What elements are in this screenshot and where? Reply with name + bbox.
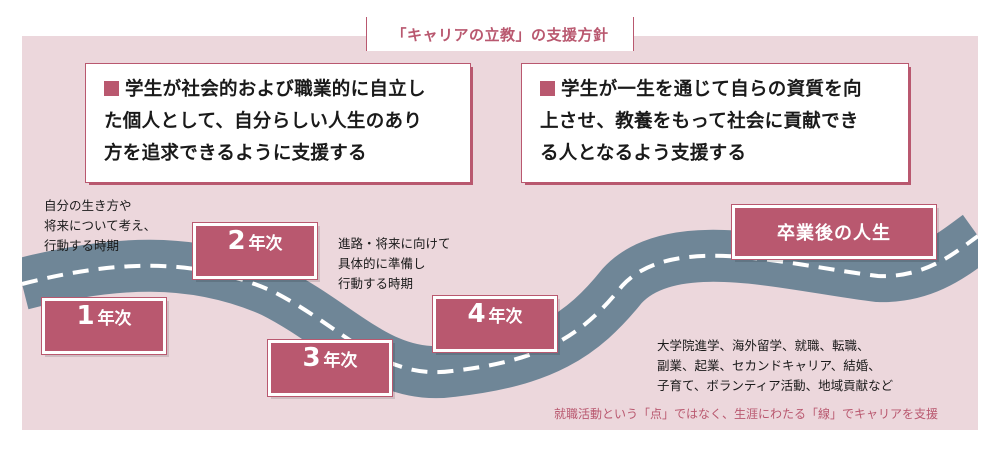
stage-unit: 年次 [323, 351, 358, 371]
stage-number: 4 [467, 299, 486, 329]
footer-caption: 就職活動という「点」ではなく、生涯にわたる「線」でキャリアを支援 [554, 407, 939, 421]
policy-line: 方を追求できるように支援する [104, 143, 367, 164]
square-bullet-icon [104, 81, 119, 96]
page-title: 「キャリアの立教」の支援方針 [391, 25, 609, 44]
stage-unit: 年次 [248, 234, 283, 254]
square-bullet-icon [540, 81, 555, 96]
policy-line: 学生が一生を通じて自らの資質を向 [540, 74, 894, 106]
note-after-graduation: 大学院進学、海外留学、就職、転職、 副業、起業、セカンドキャリア、結婚、 子育て… [657, 338, 894, 393]
policy-card-1: 学生が社会的および職業的に自立し た個人として、自分らしい人生のあり 方を追求で… [86, 64, 470, 182]
stage-unit: 年次 [97, 309, 132, 329]
stage-after-graduation: 卒業後の人生 [731, 204, 937, 260]
note-early-years: 自分の生き方や 将来について考え、 行動する時期 [44, 198, 157, 253]
policy-line: 上させ、教養をもって社会に貢献でき [540, 111, 859, 132]
stage-label: 卒業後の人生 [777, 223, 891, 244]
policy-card-2: 学生が一生を通じて自らの資質を向 上させ、教養をもって社会に貢献でき る人となる… [522, 64, 908, 182]
policy-line: た個人として、自分らしい人生のあり [104, 111, 423, 132]
stage-number: 3 [302, 343, 321, 373]
stage-number: 2 [227, 226, 246, 256]
title-tab: 「キャリアの立教」の支援方針 [366, 17, 634, 51]
policy-line: 学生が社会的および職業的に自立し [104, 74, 456, 106]
stage-number: 1 [76, 301, 95, 331]
note-later-years: 進路・将来に向けて 具体的に準備し 行動する時期 [338, 236, 451, 291]
policy-line: る人となるよう支援する [540, 143, 747, 164]
stage-unit: 年次 [488, 307, 523, 327]
